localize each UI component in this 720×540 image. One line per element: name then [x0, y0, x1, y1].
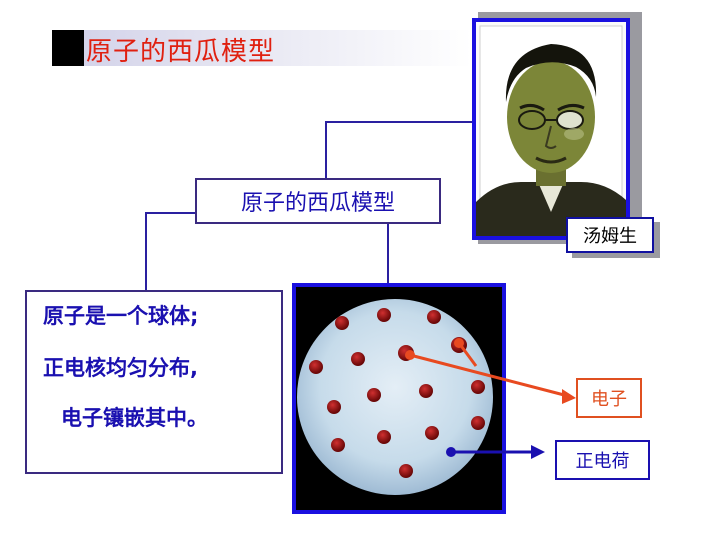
model-name-box: 原子的西瓜模型: [195, 178, 441, 224]
title-bar: [52, 30, 472, 66]
description-line-3: 电子镶嵌其中。: [61, 406, 208, 430]
plum-pudding-atom-icon: [297, 299, 493, 495]
portrait-caption: 汤姆生: [566, 217, 654, 253]
positive-charge-label: 正电荷: [555, 440, 650, 480]
description-line-2: 正电核均匀分布,: [43, 356, 198, 380]
slide-title: 原子的西瓜模型: [86, 37, 276, 67]
electron-label: 电子: [576, 378, 642, 418]
atom-model-frame: [292, 283, 506, 514]
electron-pointer: [405, 338, 576, 404]
description-line-1: 原子是一个球体;: [43, 304, 199, 328]
person-portrait-icon: [476, 22, 626, 236]
thomson-portrait: [472, 18, 630, 240]
connector-center-to-portrait: [325, 121, 474, 178]
positive-sphere: [297, 299, 493, 495]
title-accent-block: [52, 30, 84, 66]
description-box: 原子是一个球体; 正电核均匀分布, 电子镶嵌其中。: [25, 290, 283, 474]
connector-center-to-description: [145, 212, 196, 290]
positive-charge-pointer: [446, 445, 545, 459]
